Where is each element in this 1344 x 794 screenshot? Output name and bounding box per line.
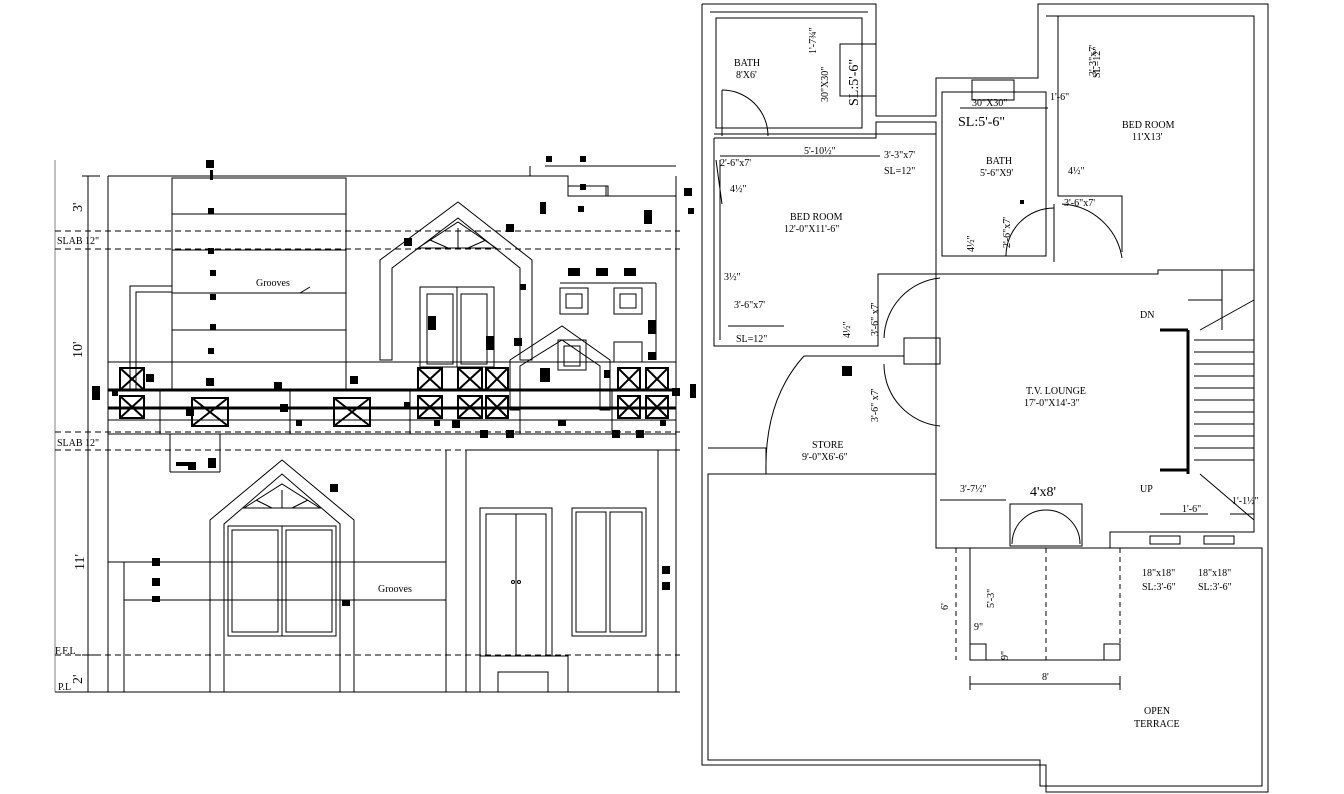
dim-8: 8' — [1042, 672, 1049, 683]
floor-plan — [701, 3, 1269, 793]
dim-26x7-v: 2'-6"x7' — [1002, 217, 1013, 248]
slab-label-upper: SLAB 12" — [57, 236, 99, 247]
ground-gable — [209, 459, 355, 693]
bath-2 — [941, 91, 1047, 257]
height-10ft: 10' — [71, 341, 86, 358]
dim-36x7-a: 3'-6"x7' — [1064, 198, 1095, 209]
front-elevation — [54, 156, 696, 693]
store-size: 9'-0"X6'-6" — [802, 452, 848, 463]
dim-sl12-v: SL=12" — [1092, 47, 1103, 78]
height-3ft: 3' — [71, 202, 86, 212]
grooves-upper: Grooves — [256, 278, 290, 289]
dim-33x7-v: 3'-3"x7' — [1088, 45, 1099, 76]
bath2-size: 5'-6"X9' — [980, 168, 1013, 179]
dim-4x8: 4'x8' — [1030, 485, 1056, 500]
dim-9-b: 9" — [1000, 651, 1011, 660]
dim-9-a: 9" — [974, 622, 983, 633]
dim-sl36-a: SL:3'-6" — [1142, 582, 1176, 593]
dim-3half: 3½" — [724, 272, 741, 283]
dim-5-10: 5'-10½" — [804, 146, 836, 157]
dim-18x18-a: 18"x18" — [1142, 568, 1175, 579]
bedroom-2 — [1057, 16, 1123, 252]
dim-sl36-b: SL:3'-6" — [1198, 582, 1232, 593]
dim-sl12-a: SL=12" — [884, 166, 915, 177]
dim-1-1: 1'-1½" — [1232, 496, 1259, 507]
dim-4half-c: 4½" — [966, 235, 977, 252]
dim-26x7: 2'-6"x7' — [720, 158, 751, 169]
dim-36x7-d: 3'-6" x7' — [870, 388, 881, 422]
ground-window — [571, 507, 647, 637]
bedroom2-size: 11'X13' — [1132, 132, 1163, 143]
store-name: STORE — [812, 440, 844, 451]
dim-33x7: 3'-3"x7' — [884, 150, 915, 161]
dim-30x30-v: 30"X30" — [820, 67, 831, 102]
upper-gable — [379, 201, 533, 361]
dim-4half-d: 4½" — [842, 321, 853, 338]
plan-labels: BATH 8'X6' BED ROOM 12'-0"X11'-6" BATH 5… — [720, 27, 1259, 730]
dim-sl56-v: SL:5'-6" — [847, 59, 862, 106]
dim-1-6-b: 1'-6" — [1182, 504, 1201, 515]
bath2-name: BATH — [986, 156, 1012, 167]
pl-label: P.L — [58, 682, 71, 693]
small-gable — [509, 325, 611, 411]
stair-dn: DN — [1140, 310, 1154, 321]
dim-sl12-b: SL=12" — [736, 334, 767, 345]
height-11ft: 11' — [73, 554, 88, 570]
height-2ft: 2' — [71, 674, 86, 684]
terrace-line1: OPEN — [1144, 706, 1170, 717]
plan-outer-boundary — [701, 3, 1269, 793]
grooves-lower: Grooves — [378, 584, 412, 595]
bath1-size: 8'X6' — [736, 70, 757, 81]
tv-lounge — [935, 269, 1255, 549]
bath1-name: BATH — [734, 58, 760, 69]
dim-36x7-c: 3'-6" x7' — [870, 302, 881, 336]
dim-4half-a: 4½" — [730, 184, 747, 195]
dim-4half-b: 4½" — [1068, 166, 1085, 177]
open-terrace — [707, 447, 1263, 787]
dim-5-3: 5'-3" — [986, 589, 997, 608]
dim-18x18-b: 18"x18" — [1198, 568, 1231, 579]
dim-sl56-h: SL:5'-6" — [958, 115, 1005, 130]
dim-30x30-h: 30"X30" — [972, 98, 1007, 109]
bedroom2-name: BED ROOM — [1122, 120, 1175, 131]
balcony-railing — [107, 361, 677, 435]
lounge-size: 17'-0"X14'-3" — [1024, 398, 1080, 409]
staircase — [1160, 270, 1255, 521]
lounge-name: T.V. LOUNGE — [1026, 386, 1086, 397]
terrace-line2: TERRACE — [1134, 719, 1180, 730]
dim-1-7: 1'-7¾" — [808, 27, 819, 54]
dim-1-6: 1'-6" — [1050, 92, 1069, 103]
stair-up: UP — [1140, 484, 1153, 495]
elevation-labels: 3' 10' 11' 2' SLAB 12" SLAB 12" F.F.L P.… — [55, 202, 412, 693]
marker-symbols — [92, 156, 696, 606]
dim-6: 6' — [940, 603, 951, 610]
slab-label-lower: SLAB 12" — [57, 438, 99, 449]
dim-36x7-b: 3'-6"x7' — [734, 300, 765, 311]
bedroom1-size: 12'-0"X11'-6" — [784, 224, 839, 235]
bedroom1-name: BED ROOM — [790, 212, 843, 223]
dim-3-7: 3'-7½" — [960, 484, 987, 495]
ffl-label: F.F.L — [55, 646, 76, 657]
